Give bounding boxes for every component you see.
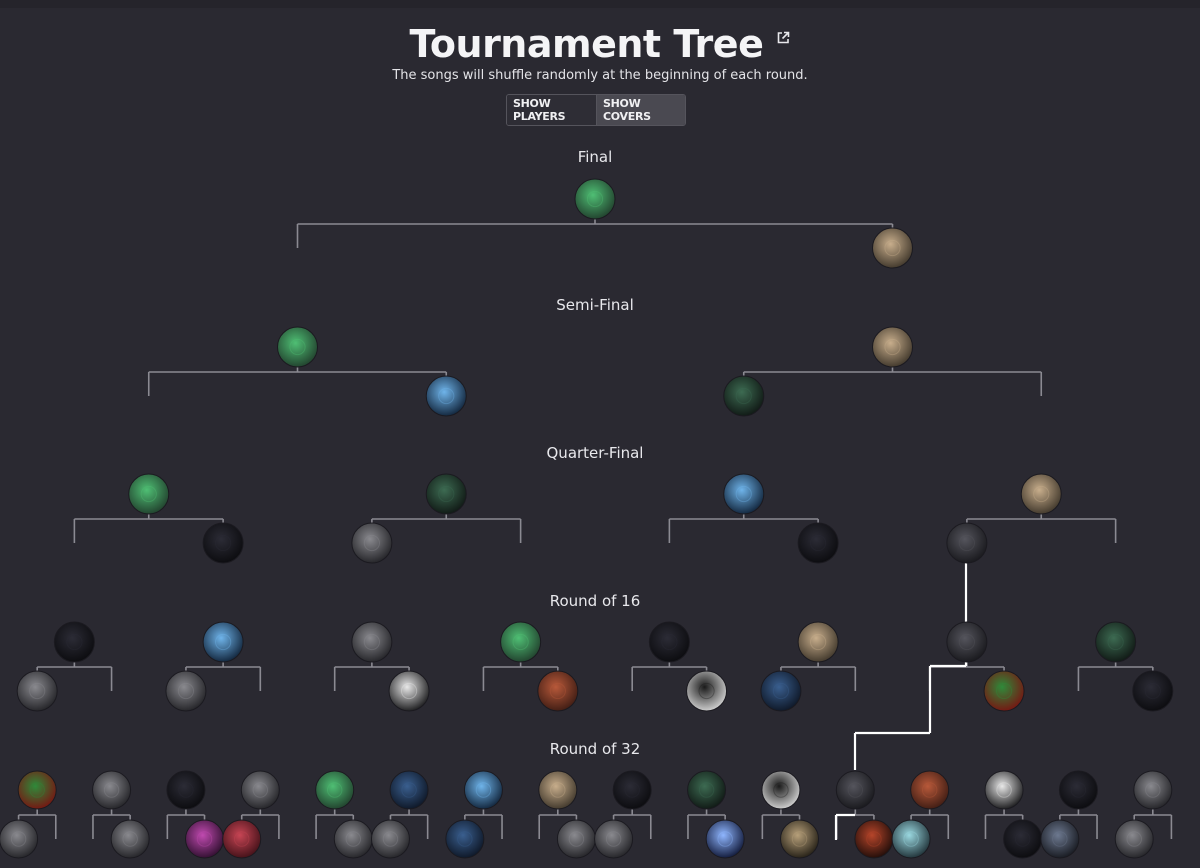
r32-right-cover-2[interactable]: [110, 819, 150, 859]
quarter-left-cover-4[interactable]: [946, 522, 988, 564]
r32-winner-cover-2[interactable]: [92, 770, 132, 810]
round-label-round-of-16: Round of 16: [549, 592, 641, 610]
r32-winner-cover-4[interactable]: [240, 770, 280, 810]
bracket-nodes: [0, 178, 1174, 859]
r32-winner-cover-13[interactable]: [910, 770, 950, 810]
quarter-winner-cover-3[interactable]: [723, 473, 765, 515]
page-title: Tournament Tree: [409, 22, 764, 66]
r32-right-cover-12[interactable]: [854, 819, 894, 859]
round-label-round-of-32: Round of 32: [549, 740, 641, 758]
quarter-winner-cover-2[interactable]: [425, 473, 467, 515]
r32-winner-cover-12[interactable]: [835, 770, 875, 810]
quarter-left-cover-2[interactable]: [351, 522, 393, 564]
r16-winner-cover-2[interactable]: [202, 621, 244, 663]
top-strip: [0, 0, 1200, 8]
r16-left-cover-1[interactable]: [16, 670, 58, 712]
r32-right-cover-5[interactable]: [333, 819, 373, 859]
r16-winner-cover-1[interactable]: [53, 621, 95, 663]
final-right-cover-1[interactable]: [872, 227, 913, 269]
final-winner-cover-1[interactable]: [574, 178, 616, 220]
r16-winner-cover-4[interactable]: [500, 621, 542, 663]
r32-right-cover-11[interactable]: [780, 819, 820, 859]
r16-winner-cover-8[interactable]: [1095, 621, 1137, 663]
r32-winner-cover-3[interactable]: [166, 770, 206, 810]
round-label-quarter-final: Quarter-Final: [546, 444, 644, 462]
quarter-right-cover-1[interactable]: [202, 522, 244, 564]
r32-winner-cover-8[interactable]: [538, 770, 578, 810]
r32-winner-cover-9[interactable]: [612, 770, 652, 810]
r16-left-cover-6[interactable]: [760, 670, 802, 712]
semi-left-cover-2[interactable]: [723, 375, 765, 417]
r16-winner-cover-7[interactable]: [946, 621, 988, 663]
r32-left-cover-7[interactable]: [445, 819, 485, 859]
r32-right-cover-3[interactable]: [185, 819, 225, 859]
r16-winner-cover-5[interactable]: [648, 621, 690, 663]
r32-left-cover-6[interactable]: [370, 819, 410, 859]
r16-winner-cover-6[interactable]: [797, 621, 839, 663]
view-toggle: SHOW PLAYERS SHOW COVERS: [506, 94, 686, 126]
r32-winner-cover-15[interactable]: [1058, 770, 1098, 810]
r32-winner-cover-1[interactable]: [17, 770, 57, 810]
r32-winner-cover-11[interactable]: [761, 770, 801, 810]
r32-left-cover-13[interactable]: [891, 819, 931, 859]
r16-right-cover-7[interactable]: [983, 670, 1025, 712]
r16-right-cover-3[interactable]: [388, 670, 430, 712]
r32-winner-cover-7[interactable]: [463, 770, 503, 810]
bracket-connectors: [17, 199, 1173, 839]
r16-winner-cover-3[interactable]: [351, 621, 393, 663]
r32-right-cover-8[interactable]: [556, 819, 596, 859]
quarter-winner-cover-4[interactable]: [1020, 473, 1062, 515]
quarter-right-cover-3[interactable]: [797, 522, 839, 564]
semi-right-cover-1[interactable]: [425, 375, 467, 417]
r16-right-cover-4[interactable]: [537, 670, 579, 712]
r32-right-cover-10[interactable]: [705, 819, 745, 859]
round-label-semi-final: Semi-Final: [556, 296, 634, 314]
r32-winner-cover-10[interactable]: [687, 770, 727, 810]
r32-left-cover-4[interactable]: [222, 819, 262, 859]
r16-right-cover-8[interactable]: [1132, 670, 1174, 712]
page-subtitle: The songs will shuffle randomly at the b…: [392, 68, 808, 83]
show-covers-button[interactable]: SHOW COVERS: [596, 95, 685, 125]
semi-winner-cover-1[interactable]: [277, 326, 318, 368]
r32-left-cover-1[interactable]: [0, 819, 39, 859]
r16-left-cover-2[interactable]: [165, 670, 207, 712]
r32-winner-cover-5[interactable]: [315, 770, 355, 810]
r32-left-cover-9[interactable]: [594, 819, 634, 859]
r16-right-cover-5[interactable]: [686, 670, 728, 712]
r32-right-cover-14[interactable]: [1003, 819, 1043, 859]
show-players-button[interactable]: SHOW PLAYERS: [507, 95, 596, 125]
r32-winner-cover-16[interactable]: [1133, 770, 1173, 810]
external-link-icon[interactable]: [776, 30, 790, 49]
r32-left-cover-16[interactable]: [1114, 819, 1154, 859]
round-label-final: Final: [577, 148, 613, 166]
r32-winner-cover-14[interactable]: [984, 770, 1024, 810]
r32-left-cover-15[interactable]: [1040, 819, 1080, 859]
quarter-winner-cover-1[interactable]: [128, 473, 170, 515]
r32-winner-cover-6[interactable]: [389, 770, 429, 810]
semi-winner-cover-2[interactable]: [872, 326, 913, 368]
title-row: Tournament Tree: [0, 22, 1200, 66]
